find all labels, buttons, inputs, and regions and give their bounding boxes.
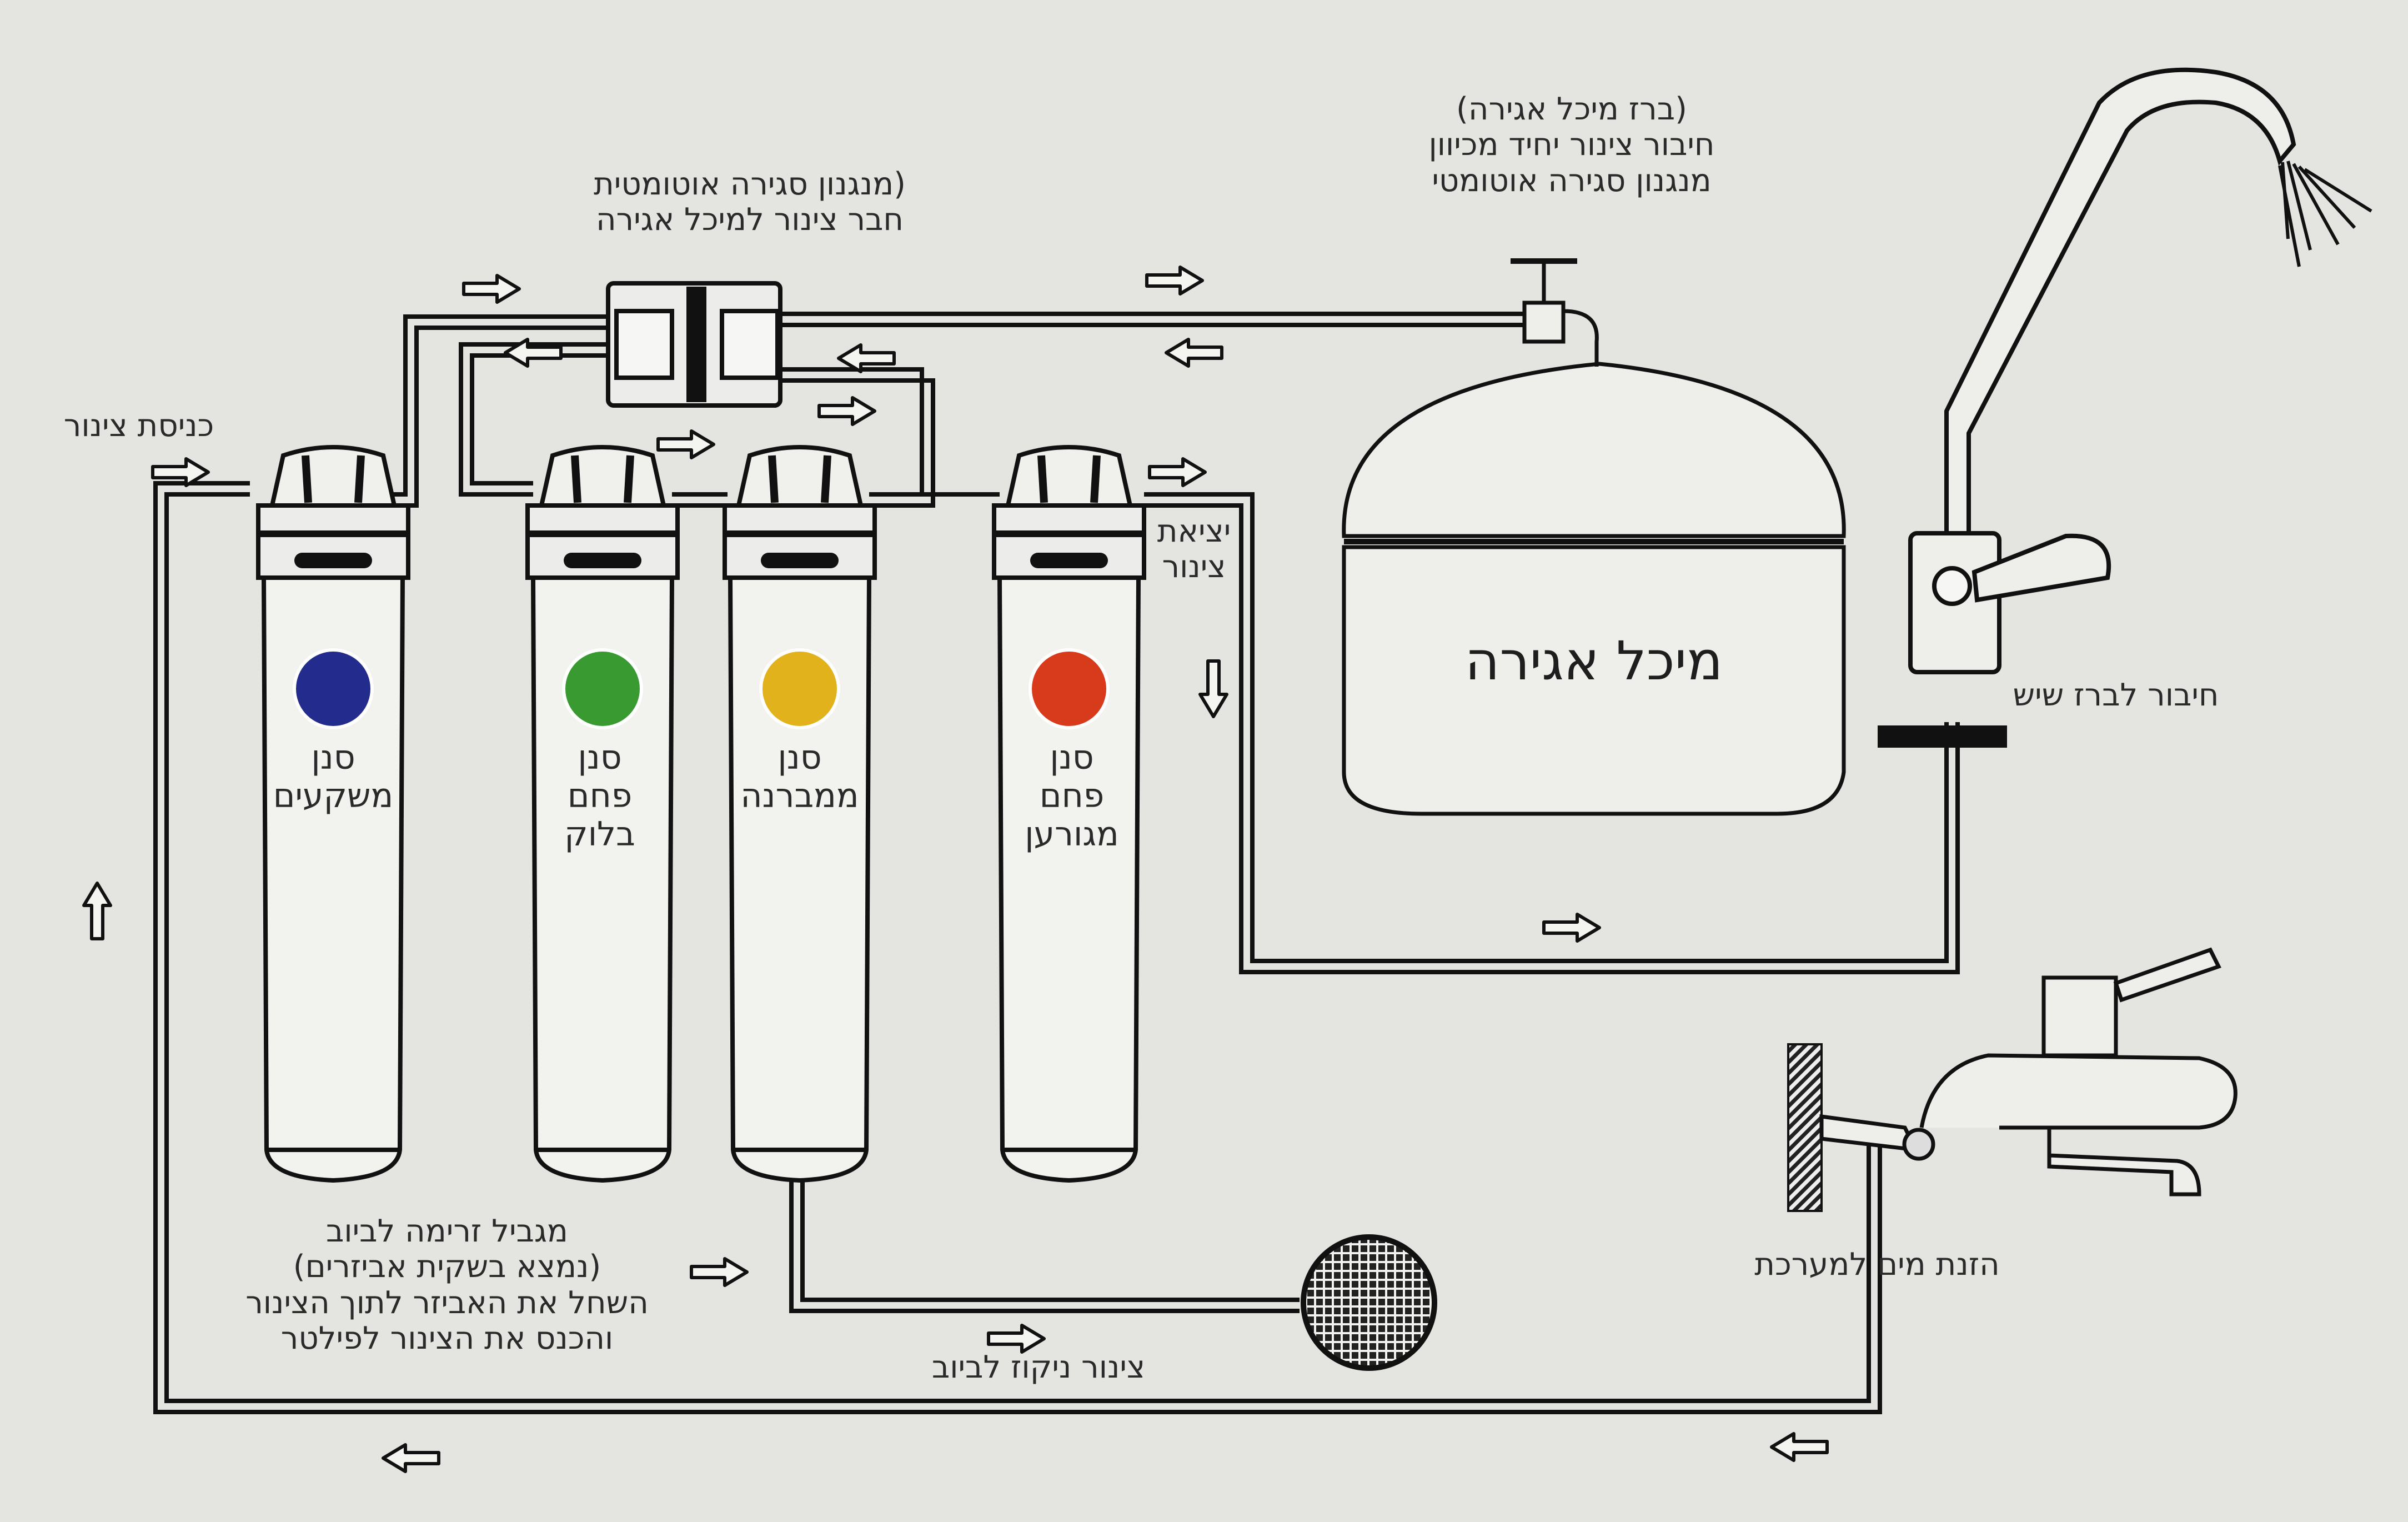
arrow-down xyxy=(1200,661,1227,717)
filter-label-granular-carbon-l1: סנן xyxy=(1050,738,1094,777)
tank-faucet-line-1: (ברז מיכל אגירה) xyxy=(1456,91,1687,127)
arrow-postcarbon-out xyxy=(1150,459,1205,485)
filter-label-carbon-block-l3: בלוק xyxy=(564,815,635,854)
flow-limiter-line-2: (נמצא בשקית אביזרים) xyxy=(293,1249,601,1285)
postcarbon-to-faucet-pipe xyxy=(1144,492,1949,963)
arrow-bottom-left xyxy=(383,1445,439,1471)
arrow-drain-pipe xyxy=(989,1325,1044,1352)
flow-limiter-line-1: מגביל זרימה לביוב xyxy=(326,1213,568,1249)
filter-label-sediment-l1: סנן xyxy=(311,738,355,777)
filter-sediment xyxy=(256,445,410,1183)
tank-faucet-note: (ברז מיכל אגירה) חיבור צינור יחיד מכיוון… xyxy=(1327,91,1816,199)
arrow-to-faucet xyxy=(1544,914,1599,941)
filter-cartridges xyxy=(256,445,1146,1183)
arrow-membrane-out xyxy=(819,398,875,424)
wall-hatch xyxy=(1787,1043,1823,1212)
supply-pipe xyxy=(164,492,1871,1403)
arrow-carbon-membrane xyxy=(658,431,714,458)
filter-label-carbon-block-l1: סנן xyxy=(578,738,622,777)
filter-cap xyxy=(269,445,397,508)
auto-shutoff-valve xyxy=(606,281,782,408)
storage-tank xyxy=(1342,362,1846,816)
drain-pipe xyxy=(789,1178,1300,1313)
faucet-connection-label: חיבור לברז שיש xyxy=(1977,677,2255,713)
auto-shutoff-line-1: (מנגנון סגירה אוטומטית xyxy=(594,166,906,202)
filter-slot xyxy=(761,553,839,568)
tank-faucet xyxy=(1511,258,1599,367)
filter-label-membrane-l1: סנן xyxy=(777,738,822,777)
drain-pipe-text: צינור ניקוז לביוב xyxy=(931,1349,1146,1385)
filter-slot xyxy=(564,553,641,568)
filter-label-sediment: סנן משקעים xyxy=(250,739,417,815)
filter-color-dot xyxy=(562,648,643,729)
inlet-pipe-label: כניסת צינור xyxy=(39,408,239,444)
filter-cap xyxy=(539,445,666,508)
filter-body xyxy=(530,575,675,1183)
filter-collar-band xyxy=(528,530,678,537)
filter-cap-ribs xyxy=(571,455,634,503)
filter-label-carbon-block: סנן פחם בלוק xyxy=(528,739,672,854)
arrow-from-tank xyxy=(1166,339,1222,366)
filter-collar-band xyxy=(994,530,1144,537)
filter-color-dot xyxy=(1029,648,1110,729)
filter-label-sediment-l2: משקעים xyxy=(273,777,394,815)
filter-cap xyxy=(1005,445,1133,508)
filter-label-granular-carbon-l3: מגורען xyxy=(1025,815,1119,854)
drain-mesh xyxy=(1301,1234,1437,1371)
filter-label-membrane: סנן ממברנה xyxy=(722,739,877,815)
arrow-up xyxy=(84,883,111,939)
drain-pipe-label: צינור ניקוז לביוב xyxy=(889,1349,1188,1385)
filter-body xyxy=(728,575,872,1183)
filter-label-membrane-l2: ממברנה xyxy=(740,777,859,815)
filter-body xyxy=(261,575,405,1183)
filter-granular-carbon xyxy=(992,445,1146,1183)
flow-limiter-label: מגביל זרימה לביוב (נמצא בשקית אביזרים) ה… xyxy=(183,1213,711,1357)
counter-faucet xyxy=(1878,67,2296,748)
flow-limiter-line-3: השחל את האביזר לתוך הצינור xyxy=(245,1284,649,1321)
arrow-bottom-right xyxy=(1772,1434,1827,1460)
filter-label-granular-carbon-l2: פחם xyxy=(1039,777,1105,815)
arrow-to-tank xyxy=(1147,267,1202,294)
pipe-outlet-line-1: יציאת xyxy=(1157,513,1231,549)
supply-tap xyxy=(1819,947,2238,1196)
filter-color-dot xyxy=(293,648,374,729)
auto-shutoff-line-2: חבר צינור למיכל אגירה xyxy=(595,202,904,238)
filter-cap xyxy=(736,445,864,508)
filter-carbon-block xyxy=(525,445,680,1183)
filter-collar-band xyxy=(725,530,875,537)
filter-cap-ribs xyxy=(302,455,365,503)
sediment-to-valve-pipe xyxy=(389,314,608,497)
valve-to-carbon-pipe xyxy=(459,342,608,497)
storage-tank-label: מיכל אגירה xyxy=(1344,630,1844,692)
tank-faucet-line-3: מנגנון סגירה אוטומטי xyxy=(1432,162,1712,199)
auto-shutoff-label: (מנגנון סגירה אוטומטית חבר צינור למיכל א… xyxy=(511,166,989,238)
filter-collar-band xyxy=(258,530,408,537)
water-supply-label: הזנת מים למערכת xyxy=(1710,1246,2044,1283)
flow-limiter-line-4: והכנס את הצינור לפילטר xyxy=(280,1320,614,1357)
pipe-outlet-line-2: צינור xyxy=(1162,549,1226,585)
inlet-pipe-text: כניסת צינור xyxy=(63,408,214,444)
filter-slot xyxy=(294,553,372,568)
faucet-connection-text: חיבור לברז שיש xyxy=(2013,677,2219,713)
filter-color-dot xyxy=(759,648,840,729)
tank-faucet-line-2: חיבור צינור יחיד מכיוון xyxy=(1428,127,1715,163)
storage-tank-text: מיכל אגירה xyxy=(1464,630,1723,692)
pipe-outlet-label: יציאת צינור xyxy=(1138,513,1250,585)
filter-slot xyxy=(1030,553,1108,568)
filter-membrane xyxy=(723,445,877,1183)
water-supply-text: הזנת מים למערכת xyxy=(1754,1246,2000,1283)
filter-label-granular-carbon: סנן פחם מגורען xyxy=(994,739,1150,854)
water-spray xyxy=(2278,161,2372,267)
arrow-to-valve xyxy=(464,276,519,302)
filter-label-carbon-block-l2: פחם xyxy=(567,777,633,815)
filter-cap-ribs xyxy=(768,455,831,503)
filter-cap-ribs xyxy=(1037,455,1101,503)
filter-body xyxy=(997,575,1141,1183)
